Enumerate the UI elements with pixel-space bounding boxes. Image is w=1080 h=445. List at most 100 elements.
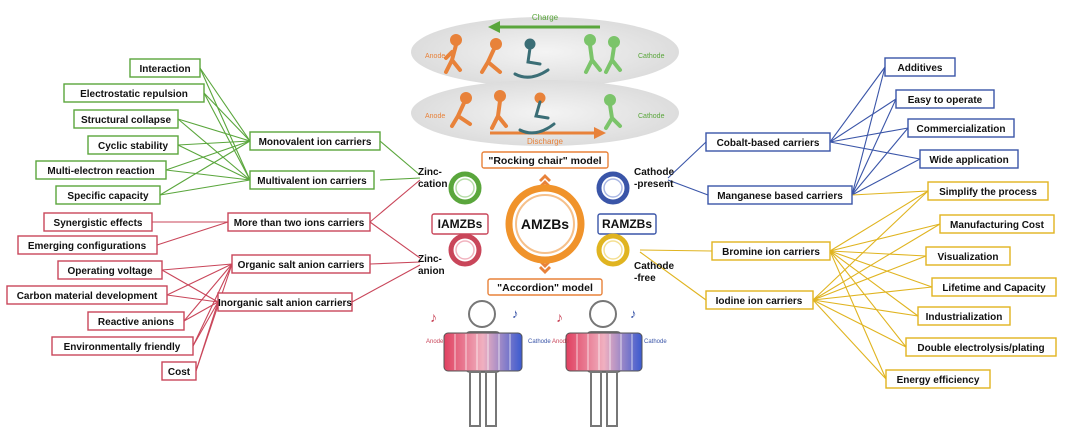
lifetime-label: Lifetime and Capacity (942, 283, 1046, 294)
manganese-box (707, 185, 853, 205)
electrostatic-label: Electrostatic repulsion (80, 89, 188, 100)
additives-box (884, 57, 956, 77)
multi-electron-label: Multi-electron reaction (47, 166, 154, 177)
bromine-box (711, 241, 831, 261)
cyclic-label: Cyclic stability (98, 141, 168, 152)
cyclic-box (87, 135, 179, 155)
more-than-two-label: More than two ions carriers (234, 218, 365, 229)
right-groups: Cobalt-based carriers Manganese based ca… (705, 132, 853, 310)
environment-box (51, 336, 194, 356)
reactive-anions-box (87, 311, 185, 331)
energy-box (885, 369, 991, 389)
commercialization-box (907, 118, 1015, 138)
svg-text:♪: ♪ (630, 306, 637, 321)
runner-figures-charge (444, 34, 622, 79)
accordion-right-cathode-label: Cathode (644, 339, 667, 345)
zinc-anion-label-2: anion (418, 266, 445, 277)
cost-box (161, 361, 197, 381)
right-items: Additives Easy to operate Commercializat… (884, 57, 1057, 389)
accordion-left-cathode-label: Cathode (528, 339, 551, 345)
discharge-cartoon: Discharge Anode Cathode (411, 80, 679, 146)
amzbs-inner-ring (515, 194, 575, 254)
visualization-box (925, 246, 1011, 266)
double-label: Double electrolysis/plating (917, 343, 1044, 354)
wide-label: Wide application (929, 155, 1008, 166)
svg-text:♪: ♪ (430, 309, 437, 325)
simplify-label: Simplify the process (939, 187, 1037, 198)
runner-figures-discharge (450, 90, 622, 135)
discharge-anode-label: Anode (425, 113, 445, 120)
inorganic-salt-label: Inorganic salt anion carriers (218, 298, 352, 309)
left-groups: Monovalent ion carriers Multivalent ion … (217, 131, 381, 312)
emerging-label: Emerging configurations (28, 241, 147, 252)
monovalent-label: Monovalent ion carriers (259, 137, 372, 148)
structural-box (73, 109, 179, 129)
charge-cathode-label: Cathode (638, 53, 665, 60)
specific-capacity-label: Specific capacity (67, 191, 149, 202)
rocking-chair-model-label: "Rocking chair" model (488, 155, 601, 167)
left-connectors (152, 67, 421, 372)
inorganic-salt-box (217, 292, 353, 312)
cathode-free-label-2: -free (634, 273, 656, 284)
carbon-material-box (6, 285, 168, 305)
accordion-left-anode-label: Anode (426, 339, 444, 345)
cathode-present-label-1: Cathode (634, 167, 674, 178)
cathode-free-ring (596, 233, 630, 267)
wide-box (919, 149, 1019, 169)
operating-voltage-box (57, 260, 163, 280)
monovalent-box (249, 131, 381, 151)
interaction-box (129, 58, 201, 78)
energy-label: Energy efficiency (897, 375, 980, 386)
charge-anode-label: Anode (425, 53, 445, 60)
organic-salt-label: Organic salt anion carriers (238, 260, 365, 271)
carbon-material-label: Carbon material development (17, 291, 158, 302)
center-cluster: "Rocking chair" model "Accordion" model … (418, 151, 674, 296)
environment-label: Environmentally friendly (64, 342, 181, 353)
commercialization-label: Commercialization (917, 124, 1006, 135)
accordion-right-anode-label: Anode (552, 339, 570, 345)
accordion-figure-left: Anode Cathode ♪ ♪ (426, 300, 551, 427)
industrialization-label: Industrialization (926, 312, 1003, 323)
amzbs-label: AMZBs (521, 216, 569, 232)
rocking-chair-model-box (481, 151, 609, 169)
manganese-label: Manganese based carriers (717, 191, 843, 202)
visualization-label: Visualization (938, 252, 999, 263)
iodine-label: Iodine ion carriers (716, 296, 803, 307)
svg-text:♪: ♪ (556, 309, 563, 325)
multivalent-box (249, 170, 375, 190)
cathode-present-ring (596, 171, 630, 205)
emerging-box (17, 235, 158, 255)
manufacturing-box (939, 214, 1055, 234)
cathode-free-label-1: Cathode (634, 261, 674, 272)
multivalent-label: Multivalent ion carriers (257, 176, 367, 187)
accordion-model-box (487, 278, 603, 296)
operating-voltage-label: Operating voltage (67, 266, 152, 277)
ramzbs-label: RAMZBs (602, 217, 652, 231)
zinc-cation-label-1: Zinc- (418, 167, 442, 178)
right-connectors (639, 66, 941, 380)
discharge-title: Discharge (527, 137, 564, 146)
easy-box (895, 89, 995, 109)
synergistic-label: Synergistic effects (54, 218, 143, 229)
cathode-present-label-2: -present (634, 179, 674, 190)
zinc-anion-label-1: Zinc- (418, 254, 442, 265)
bromine-label: Bromine ion carriers (722, 247, 820, 258)
additives-label: Additives (897, 63, 942, 74)
ramzbs-box (597, 213, 657, 235)
charge-oval (411, 17, 679, 87)
svg-text:♪: ♪ (512, 306, 519, 321)
interaction-label: Interaction (139, 64, 190, 75)
left-items: Interaction Electrostatic repulsion Stru… (6, 58, 205, 381)
iodine-box (705, 290, 814, 310)
cobalt-label: Cobalt-based carriers (717, 138, 820, 149)
simplify-box (927, 181, 1049, 201)
reactive-anions-label: Reactive anions (98, 317, 175, 328)
iamzbs-box (431, 213, 489, 235)
specific-capacity-box (55, 185, 161, 205)
accordion-model-label: "Accordion" model (497, 282, 593, 294)
double-box (905, 337, 1057, 357)
organic-salt-box (231, 254, 371, 274)
easy-label: Easy to operate (908, 95, 983, 106)
